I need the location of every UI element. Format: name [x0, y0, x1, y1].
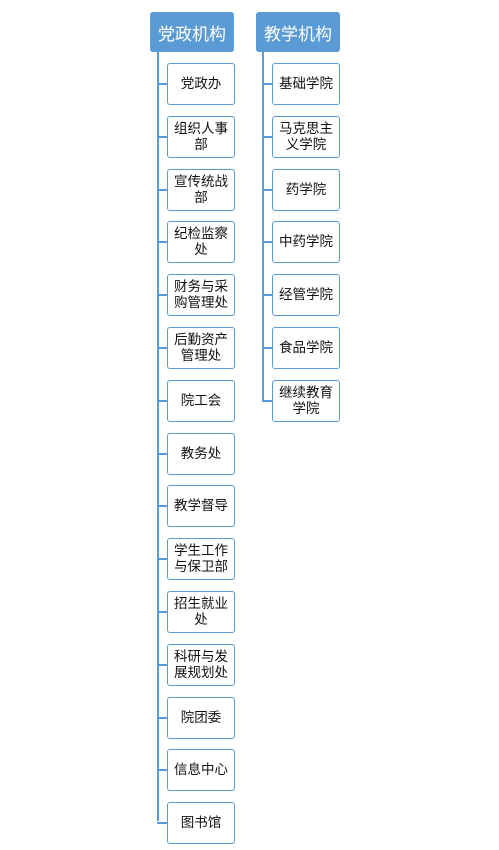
admin-unit-box: 财务与采购管理处	[167, 274, 235, 317]
teaching-title: 教学机构	[264, 24, 332, 45]
teaching-header: 教学机构	[256, 12, 340, 52]
teaching-unit-connector	[262, 294, 272, 297]
teaching-unit-box: 经管学院	[272, 274, 340, 317]
admin-unit-box: 后勤资产管理处	[167, 327, 235, 369]
teaching-unit-label: 继续教育学院	[279, 384, 333, 417]
admin-unit-label: 纪检监察处	[174, 226, 228, 259]
teaching-unit-connector	[262, 399, 272, 402]
admin-unit-label: 信息中心	[174, 762, 228, 779]
admin-unit-label: 院工会	[180, 392, 222, 409]
admin-unit-connector	[157, 188, 167, 191]
admin-unit-label: 宣传统战部	[174, 173, 228, 206]
admin-unit-connector	[157, 611, 167, 613]
admin-unit-connector	[157, 83, 167, 85]
teaching-unit-label: 马克思主义学院	[279, 120, 333, 153]
admin-unit-box: 院团委	[167, 696, 235, 739]
admin-unit-label: 后勤资产管理处	[174, 332, 228, 364]
teaching-unit-box: 药学院	[272, 168, 340, 211]
admin-unit-label: 图书馆	[180, 815, 222, 832]
admin-unit-label: 院团委	[180, 709, 222, 726]
admin-unit-box: 学生工作与保卫部	[167, 538, 235, 581]
admin-unit-connector	[157, 294, 167, 297]
teaching-unit-connector	[262, 188, 272, 191]
admin-unit-label: 科研与发展规划处	[174, 648, 228, 681]
admin-unit-label: 教学督导	[174, 498, 228, 515]
admin-unit-connector	[157, 663, 167, 666]
teaching-unit-box: 中药学院	[272, 221, 340, 264]
teaching-unit-connector	[262, 241, 272, 244]
admin-unit-label: 组织人事部	[174, 120, 228, 153]
admin-unit-connector	[157, 505, 167, 508]
admin-unit-label: 教务处	[180, 445, 222, 462]
admin-unit-connector	[157, 558, 167, 561]
teaching-unit-connector	[262, 347, 272, 349]
teaching-unit-label: 中药学院	[279, 234, 333, 251]
teaching-unit-box: 继续教育学院	[272, 379, 340, 422]
political-admin-header: 党政机构	[150, 12, 234, 52]
admin-unit-box: 党政办	[167, 63, 235, 105]
admin-unit-connector	[157, 769, 167, 772]
teaching-unit-connector	[262, 135, 272, 138]
admin-unit-box: 科研与发展规划处	[167, 643, 235, 686]
admin-unit-label: 财务与采购管理处	[174, 279, 228, 312]
admin-unit-box: 教务处	[167, 432, 235, 475]
teaching-unit-connector	[262, 83, 272, 85]
admin-unit-connector	[157, 241, 167, 244]
admin-unit-box: 图书馆	[167, 802, 235, 845]
teaching-unit-label: 经管学院	[279, 287, 333, 304]
right-trunk-line	[262, 52, 264, 401]
teaching-unit-label: 食品学院	[279, 340, 333, 356]
teaching-unit-box: 食品学院	[272, 327, 340, 369]
admin-unit-connector	[157, 452, 167, 455]
admin-unit-connector	[157, 399, 167, 402]
admin-unit-label: 招生就业处	[174, 596, 228, 628]
admin-unit-label: 学生工作与保卫部	[174, 543, 228, 576]
admin-unit-label: 党政办	[180, 76, 222, 92]
admin-unit-connector	[157, 822, 167, 825]
admin-unit-connector	[157, 347, 167, 349]
admin-unit-box: 招生就业处	[167, 591, 235, 633]
admin-unit-box: 信息中心	[167, 749, 235, 792]
admin-unit-box: 组织人事部	[167, 115, 235, 158]
teaching-unit-label: 基础学院	[279, 76, 333, 92]
admin-unit-box: 宣传统战部	[167, 168, 235, 211]
teaching-unit-label: 药学院	[285, 181, 327, 198]
admin-unit-connector	[157, 135, 167, 138]
admin-unit-box: 院工会	[167, 379, 235, 422]
teaching-unit-box: 马克思主义学院	[272, 115, 340, 158]
teaching-unit-box: 基础学院	[272, 63, 340, 105]
left-trunk-line	[157, 52, 159, 821]
admin-unit-connector	[157, 716, 167, 719]
political-admin-title: 党政机构	[158, 24, 226, 45]
admin-unit-box: 教学督导	[167, 485, 235, 528]
admin-unit-box: 纪检监察处	[167, 221, 235, 264]
